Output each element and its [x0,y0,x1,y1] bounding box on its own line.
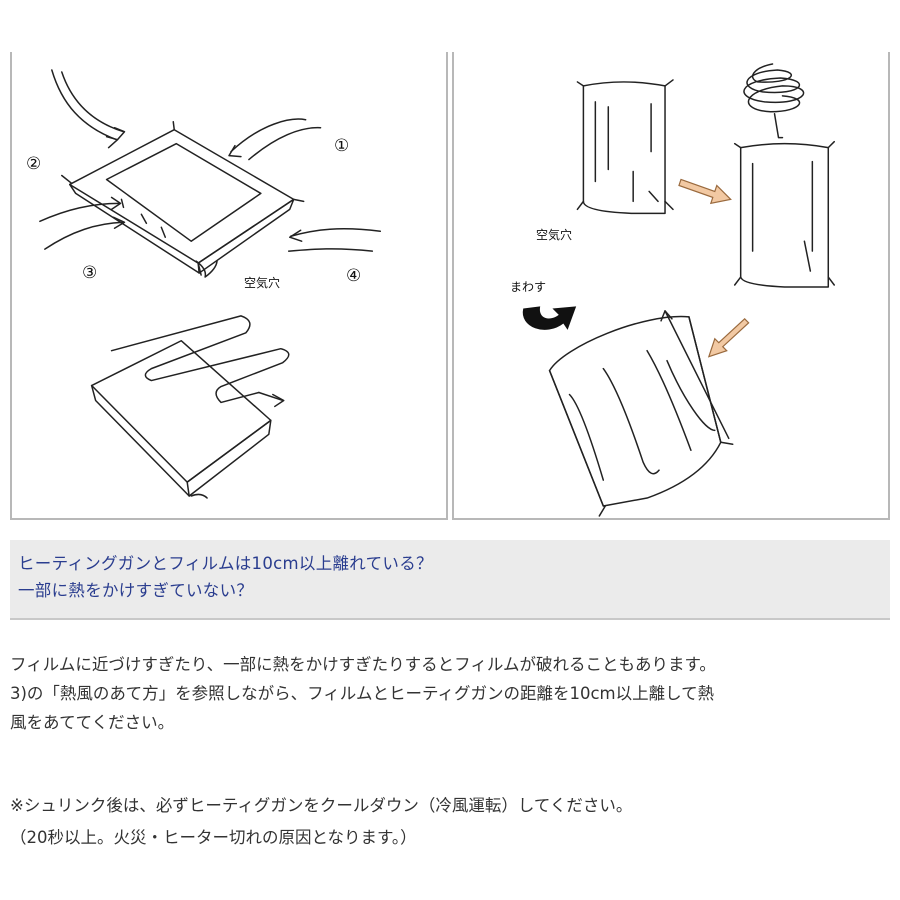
flat-box-drawing [39,69,382,499]
marker-3: ③ [82,263,98,283]
air-hole-label-left: 空気穴 [244,276,281,290]
marker-4: ④ [346,266,362,286]
cooldown-note: ※シュリンク後は、必ずヒーティグガンをクールダウン（冷風運転）してください。 （… [10,790,890,854]
note-line-1: ※シュリンク後は、必ずヒーティグガンをクールダウン（冷風運転）してください。 [10,796,633,815]
marker-2: ② [26,154,42,174]
explanation-line-2: 3)の「熱風のあて方」を参照しながら、フィルムとヒーティグガンの距離を10cm以… [10,684,715,703]
explanation-text: フィルムに近づけすぎたり、一部に熱をかけすぎたりするとフィルムが破れることもあり… [10,650,890,737]
illustration-panels: ① ② ③ ④ 空気穴 [10,52,890,520]
cylinder-illustration-panel: 空気穴 まわす [452,52,890,520]
checkpoint-question-box: ヒーティングガンとフィルムは10cm以上離れている？ 一部に熱をかけすぎていない… [10,540,890,620]
air-hole-label-right: 空気穴 [536,228,573,242]
note-line-2: （20秒以上。火災・ヒーター切れの原因となります。） [10,828,417,847]
explanation-line-3: 風をあててください。 [10,713,175,732]
marker-1: ① [334,136,350,156]
question-line-1: ヒーティングガンとフィルムは10cm以上離れている？ [18,554,433,573]
explanation-line-1: フィルムに近づけすぎたり、一部に熱をかけすぎたりするとフィルムが破れることもあり… [10,655,716,674]
question-line-2: 一部に熱をかけすぎていない？ [18,581,254,600]
cylinder-drawing [522,63,835,517]
flat-box-illustration-panel: ① ② ③ ④ 空気穴 [10,52,448,520]
rotate-label: まわす [510,280,547,294]
